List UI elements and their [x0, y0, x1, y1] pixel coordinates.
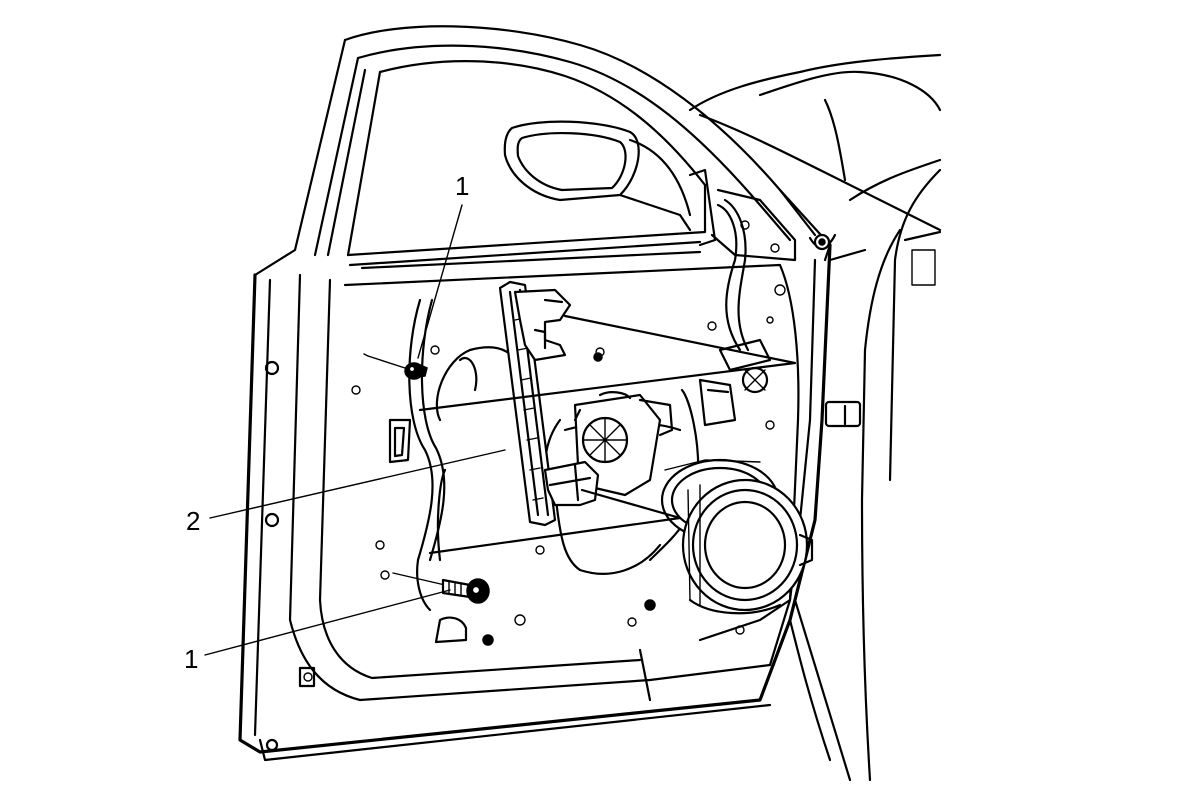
callout-label-2: 2 [186, 506, 200, 536]
leader-lines [204, 204, 797, 656]
regulator-motor [573, 338, 772, 562]
fastener-upper [363, 353, 428, 380]
leader-callout-2 [209, 449, 506, 519]
speaker [660, 458, 814, 615]
leader-callout-1-lower [204, 589, 451, 656]
callout-label-1-upper: 1 [455, 171, 469, 201]
vehicle-body [688, 53, 942, 782]
door-shell [238, 243, 832, 762]
leader-callout-1-upper [417, 204, 463, 359]
callout-labels: 1 2 1 [184, 171, 469, 674]
fastener-lower [392, 572, 490, 604]
side-mirror [503, 120, 692, 232]
callout-label-1-lower: 1 [184, 644, 198, 674]
bracket [498, 280, 600, 527]
door-frame [253, 25, 837, 352]
